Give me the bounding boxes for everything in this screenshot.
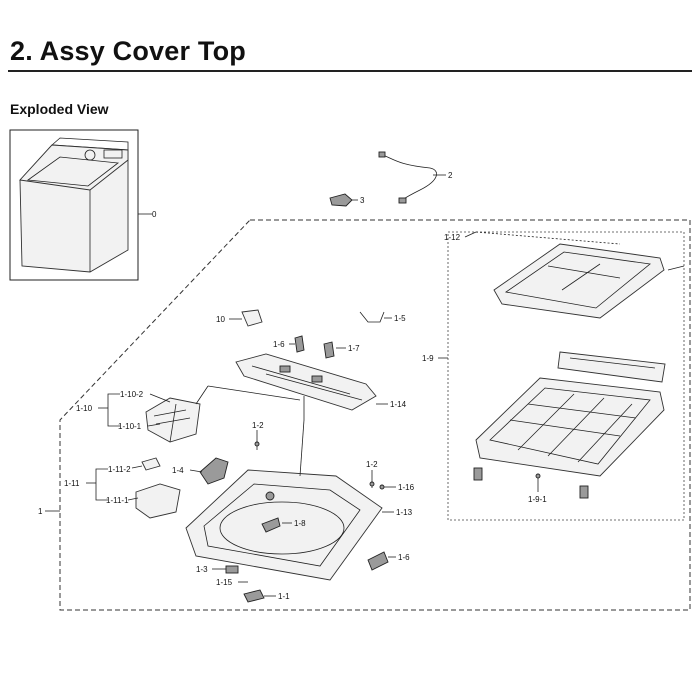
callout-1-10-1: 1-10-1	[118, 422, 142, 431]
callout-1-15: 1-15	[216, 578, 233, 587]
callout-1-2-left: 1-2	[252, 421, 264, 430]
callout-1: 1	[38, 507, 43, 516]
callout-1-3: 1-3	[196, 565, 208, 574]
top-cover	[185, 396, 383, 581]
control-housing	[235, 353, 377, 411]
section-subtitle: Exploded View	[10, 101, 109, 117]
title-underline	[8, 70, 692, 72]
callout-1-5: 1-5	[394, 314, 406, 323]
callout-1-6-upper: 1-6	[273, 340, 285, 349]
callout-10: 10	[216, 315, 225, 324]
callout-1-10: 1-10	[76, 404, 93, 413]
part-1-6-lower	[367, 551, 389, 571]
part-10	[241, 309, 263, 327]
detergent-dispenser	[145, 397, 201, 443]
callout-1-9: 1-9	[422, 354, 434, 363]
part-1-11-2	[141, 457, 161, 471]
callout-1-14: 1-14	[390, 400, 407, 409]
callout-1-6-lower: 1-6	[398, 553, 410, 562]
callout-1-12: 1-12	[444, 233, 461, 242]
callout-1-10-2: 1-10-2	[120, 390, 144, 399]
part-1-3	[225, 565, 239, 574]
callout-2: 2	[448, 171, 453, 180]
part-2-wire	[378, 151, 437, 204]
callout-1-2-right: 1-2	[366, 460, 378, 469]
part-3	[329, 193, 353, 207]
washer-overview	[9, 129, 139, 281]
callout-1-7: 1-7	[348, 344, 360, 353]
page-title: 2. Assy Cover Top	[10, 36, 246, 66]
callout-3: 3	[360, 196, 365, 205]
door-lid	[493, 243, 665, 319]
door-foot-right	[579, 485, 589, 499]
callout-1-11-2: 1-11-2	[108, 465, 131, 474]
part-1-8	[261, 517, 281, 533]
callout-1-11: 1-11	[64, 479, 80, 488]
callout-1-16: 1-16	[398, 483, 415, 492]
callout-0: 0	[152, 210, 157, 219]
callout-1-13: 1-13	[396, 508, 413, 517]
assembly-outline	[59, 219, 691, 611]
callout-1-4: 1-4	[172, 466, 184, 475]
callout-1-8: 1-8	[294, 519, 306, 528]
part-1-1	[243, 589, 265, 603]
callout-1-9-1: 1-9-1	[528, 495, 547, 504]
callout-1-1: 1-1	[278, 592, 290, 601]
door-frame	[475, 377, 665, 477]
part-1-11-1	[135, 483, 181, 519]
door-assembly-box	[447, 231, 685, 521]
part-1-4	[199, 457, 229, 485]
door-foot-left	[473, 467, 483, 481]
callout-1-11-1: 1-11-1	[106, 496, 129, 505]
